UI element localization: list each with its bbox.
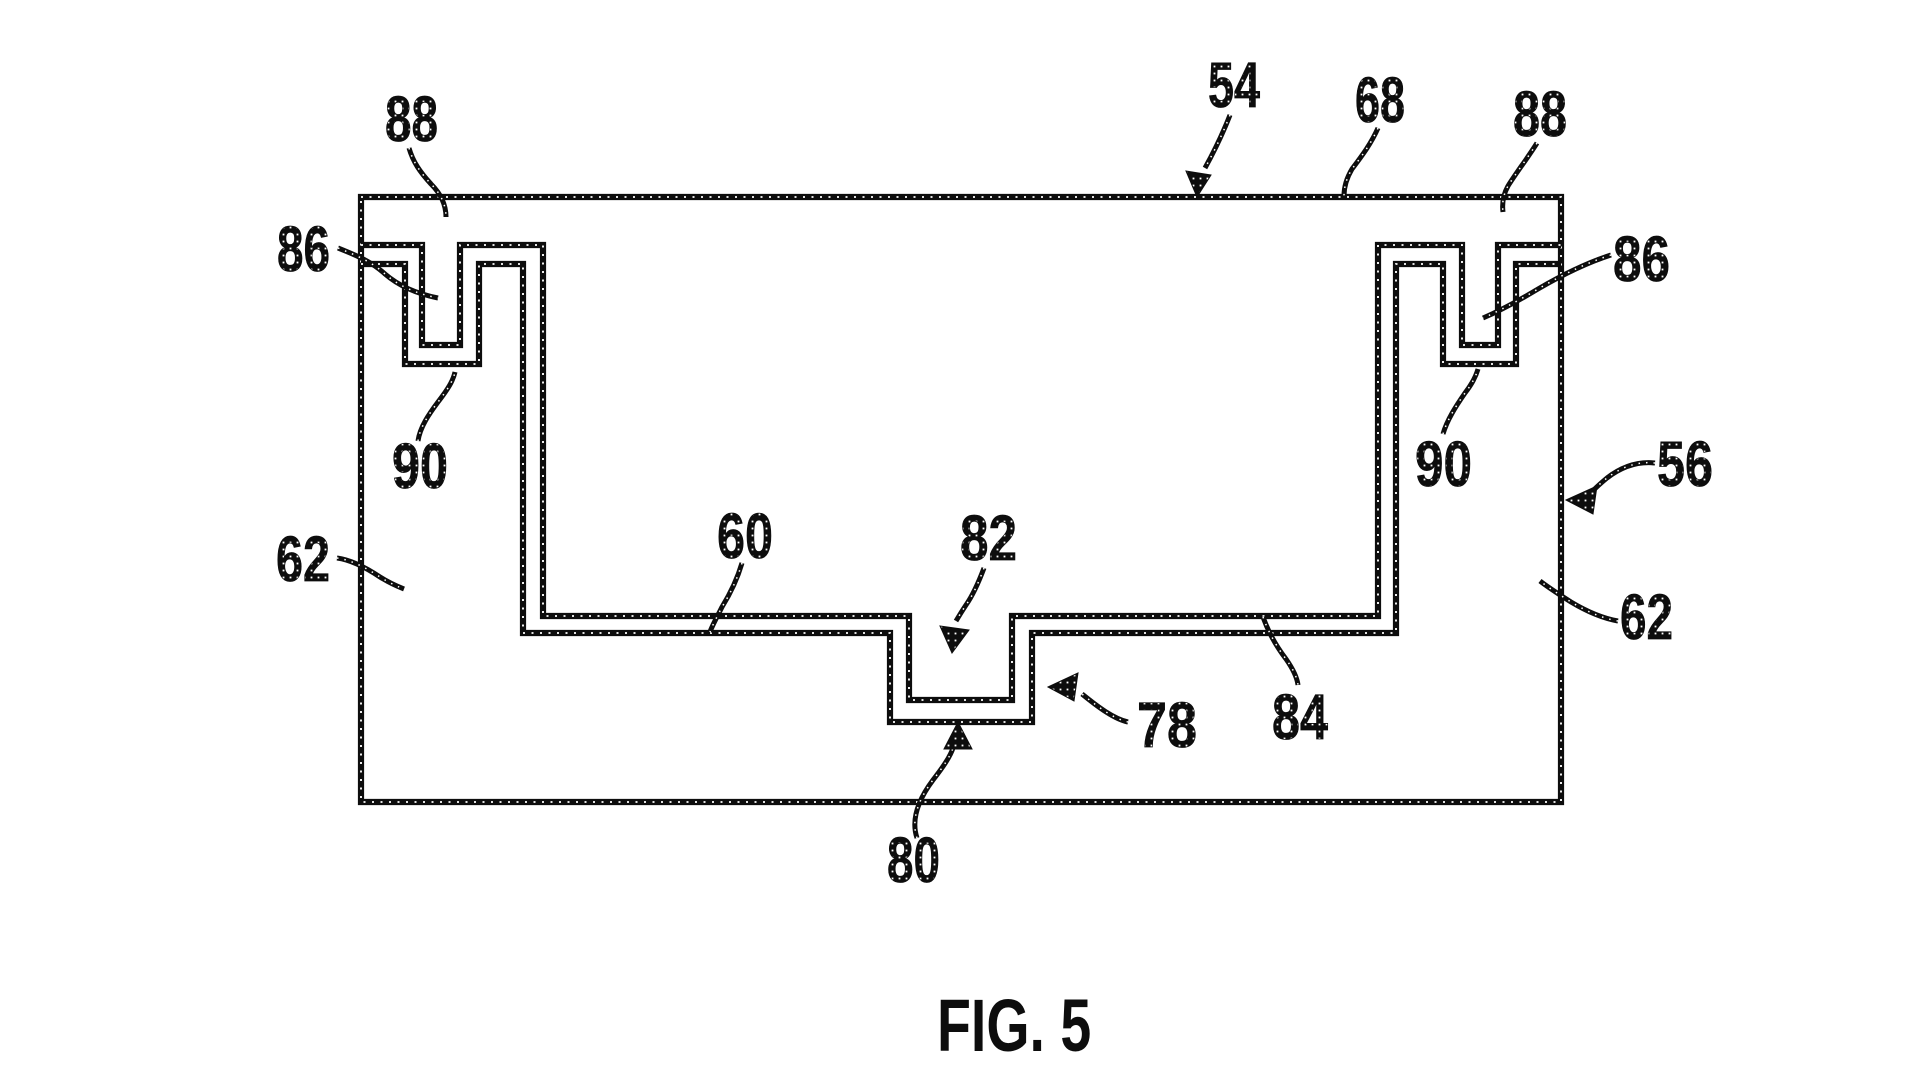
label-80: 80 <box>887 824 940 896</box>
label-68: 68 <box>1355 64 1405 136</box>
substrate-outline-stipple <box>360 196 1562 803</box>
leader-86-left <box>337 245 439 301</box>
label-54: 54 <box>1208 49 1260 121</box>
arrowhead-56 <box>1564 485 1598 515</box>
arrowhead-78 <box>1046 672 1079 702</box>
leader-82 <box>953 567 987 623</box>
leader-62-right <box>1538 579 1619 624</box>
label-78: 78 <box>1137 689 1197 761</box>
leader-62-left <box>336 555 405 592</box>
leader-86-right <box>1482 252 1612 321</box>
arrowhead-82 <box>939 625 970 654</box>
leader-60 <box>707 562 745 633</box>
label-62-right: 62 <box>1620 581 1673 653</box>
label-86-left: 86 <box>277 213 330 285</box>
leader-90-right <box>1440 368 1481 435</box>
label-84: 84 <box>1272 681 1328 753</box>
liner-inner-surface <box>361 241 1561 704</box>
leader-84 <box>1260 616 1301 686</box>
substrate-trench-surface-stipple <box>361 263 1561 723</box>
leader-56 <box>1588 460 1656 496</box>
label-88-right: 88 <box>1513 78 1567 150</box>
leader-80-stipple <box>914 747 954 839</box>
label-88-left: 88 <box>385 83 438 155</box>
arrowhead-80 <box>943 720 973 750</box>
leader-78 <box>1080 692 1129 725</box>
arrowhead-54 <box>1185 170 1212 199</box>
leader-62-left-stipple <box>336 557 405 590</box>
leader-88-right-stipple <box>1501 142 1538 213</box>
label-82: 82 <box>960 502 1017 574</box>
label-62-left: 62 <box>276 523 330 595</box>
label-56: 56 <box>1657 428 1713 500</box>
leader-90-left <box>415 371 458 442</box>
leader-68 <box>1341 126 1381 197</box>
figure-caption: FIG. 5 <box>937 984 1092 1067</box>
leader-88-right <box>1500 141 1540 213</box>
label-90-left: 90 <box>392 430 448 502</box>
leader-54-stipple <box>1204 114 1231 169</box>
label-60: 60 <box>717 500 773 572</box>
leader-88-left <box>406 147 449 218</box>
label-90-right: 90 <box>1415 428 1472 500</box>
label-86-right: 86 <box>1613 223 1670 295</box>
